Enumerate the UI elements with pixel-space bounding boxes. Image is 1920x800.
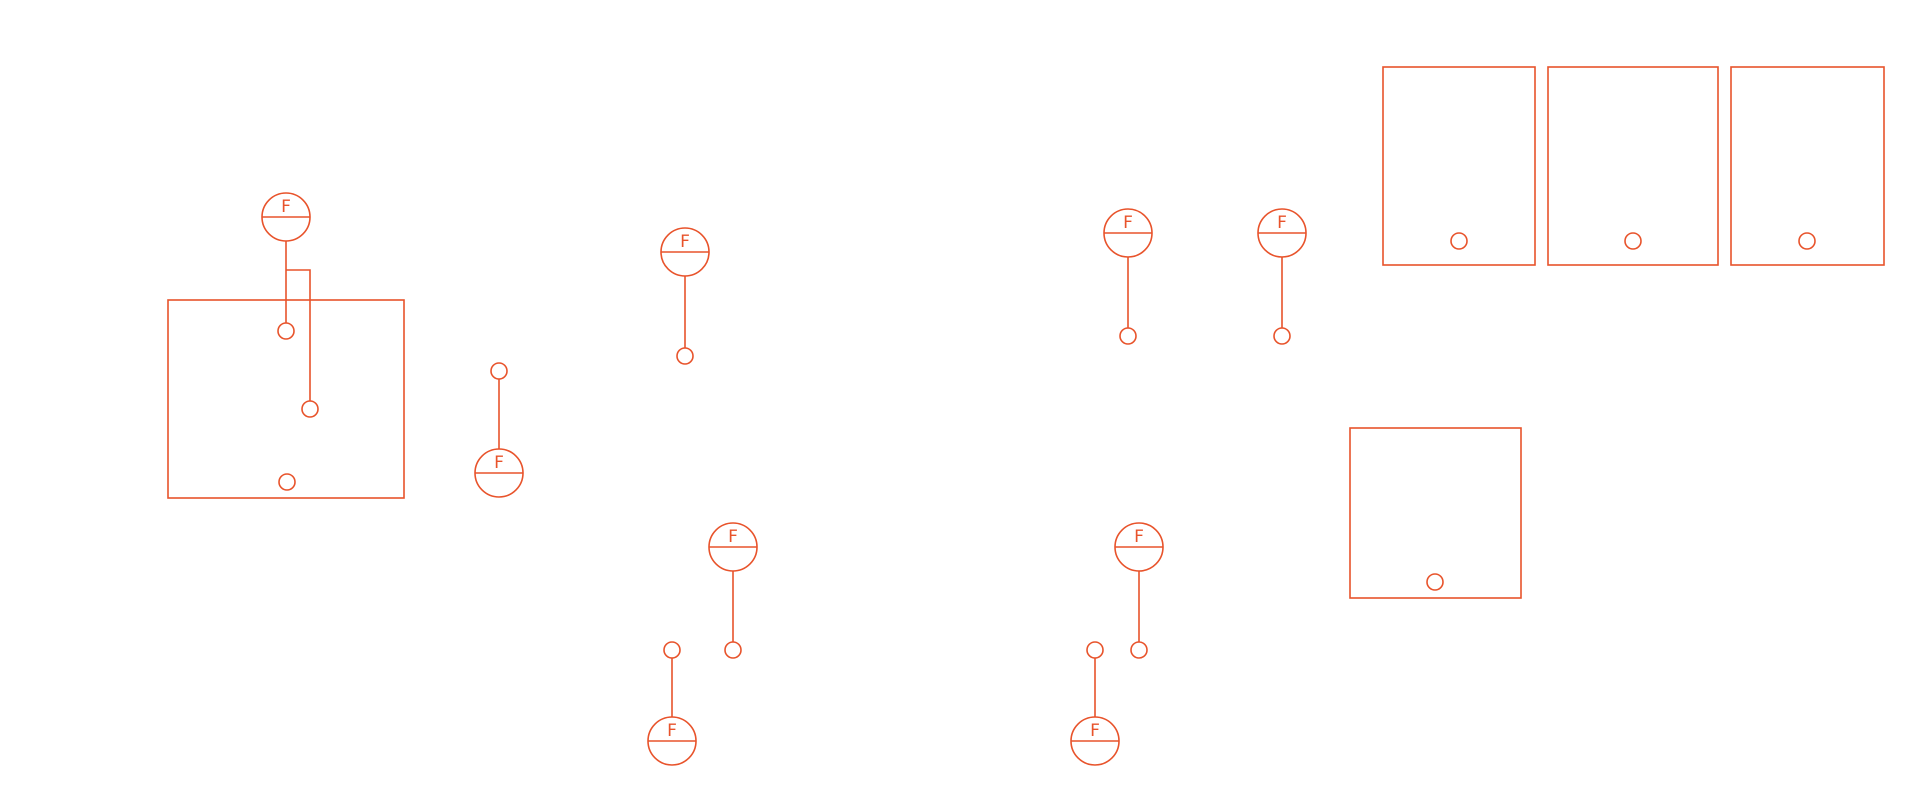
device-label: F — [1090, 721, 1100, 741]
field-device-4: F — [1103, 208, 1153, 258]
wires-layer — [285, 241, 1283, 717]
terminal-6 — [1119, 327, 1137, 345]
room-3 — [1547, 66, 1719, 266]
room-1 — [167, 299, 405, 499]
room-4 — [1730, 66, 1885, 266]
device-label: F — [281, 197, 291, 217]
rooms-layer — [167, 66, 1885, 599]
field-device-7: F — [647, 716, 697, 766]
terminal-11 — [724, 641, 742, 659]
terminal-14 — [1086, 641, 1104, 659]
terminals-layer — [277, 232, 1816, 659]
device-label: F — [1134, 527, 1144, 547]
terminal-9 — [1624, 232, 1642, 250]
terminal-3 — [278, 473, 296, 491]
field-device-3: F — [660, 227, 710, 277]
devices-layer: F F F F F F F F F — [261, 192, 1307, 766]
wire-2 — [286, 269, 311, 401]
terminal-15 — [1426, 573, 1444, 591]
device-label: F — [494, 453, 504, 473]
terminal-2 — [301, 400, 319, 418]
terminal-8 — [1450, 232, 1468, 250]
terminal-12 — [663, 641, 681, 659]
field-device-1: F — [261, 192, 311, 242]
terminal-13 — [1130, 641, 1148, 659]
field-device-8: F — [1114, 522, 1164, 572]
terminal-1 — [277, 322, 295, 340]
terminal-7 — [1273, 327, 1291, 345]
field-device-5: F — [1257, 208, 1307, 258]
terminal-5 — [676, 347, 694, 365]
field-device-9: F — [1070, 716, 1120, 766]
room-5 — [1349, 427, 1522, 599]
device-label: F — [680, 232, 690, 252]
terminal-10 — [1798, 232, 1816, 250]
field-device-2: F — [474, 448, 524, 498]
terminal-4 — [490, 362, 508, 380]
device-label: F — [1123, 213, 1133, 233]
room-2 — [1382, 66, 1536, 266]
device-label: F — [667, 721, 677, 741]
device-label: F — [1277, 213, 1287, 233]
device-label: F — [728, 527, 738, 547]
field-device-6: F — [708, 522, 758, 572]
